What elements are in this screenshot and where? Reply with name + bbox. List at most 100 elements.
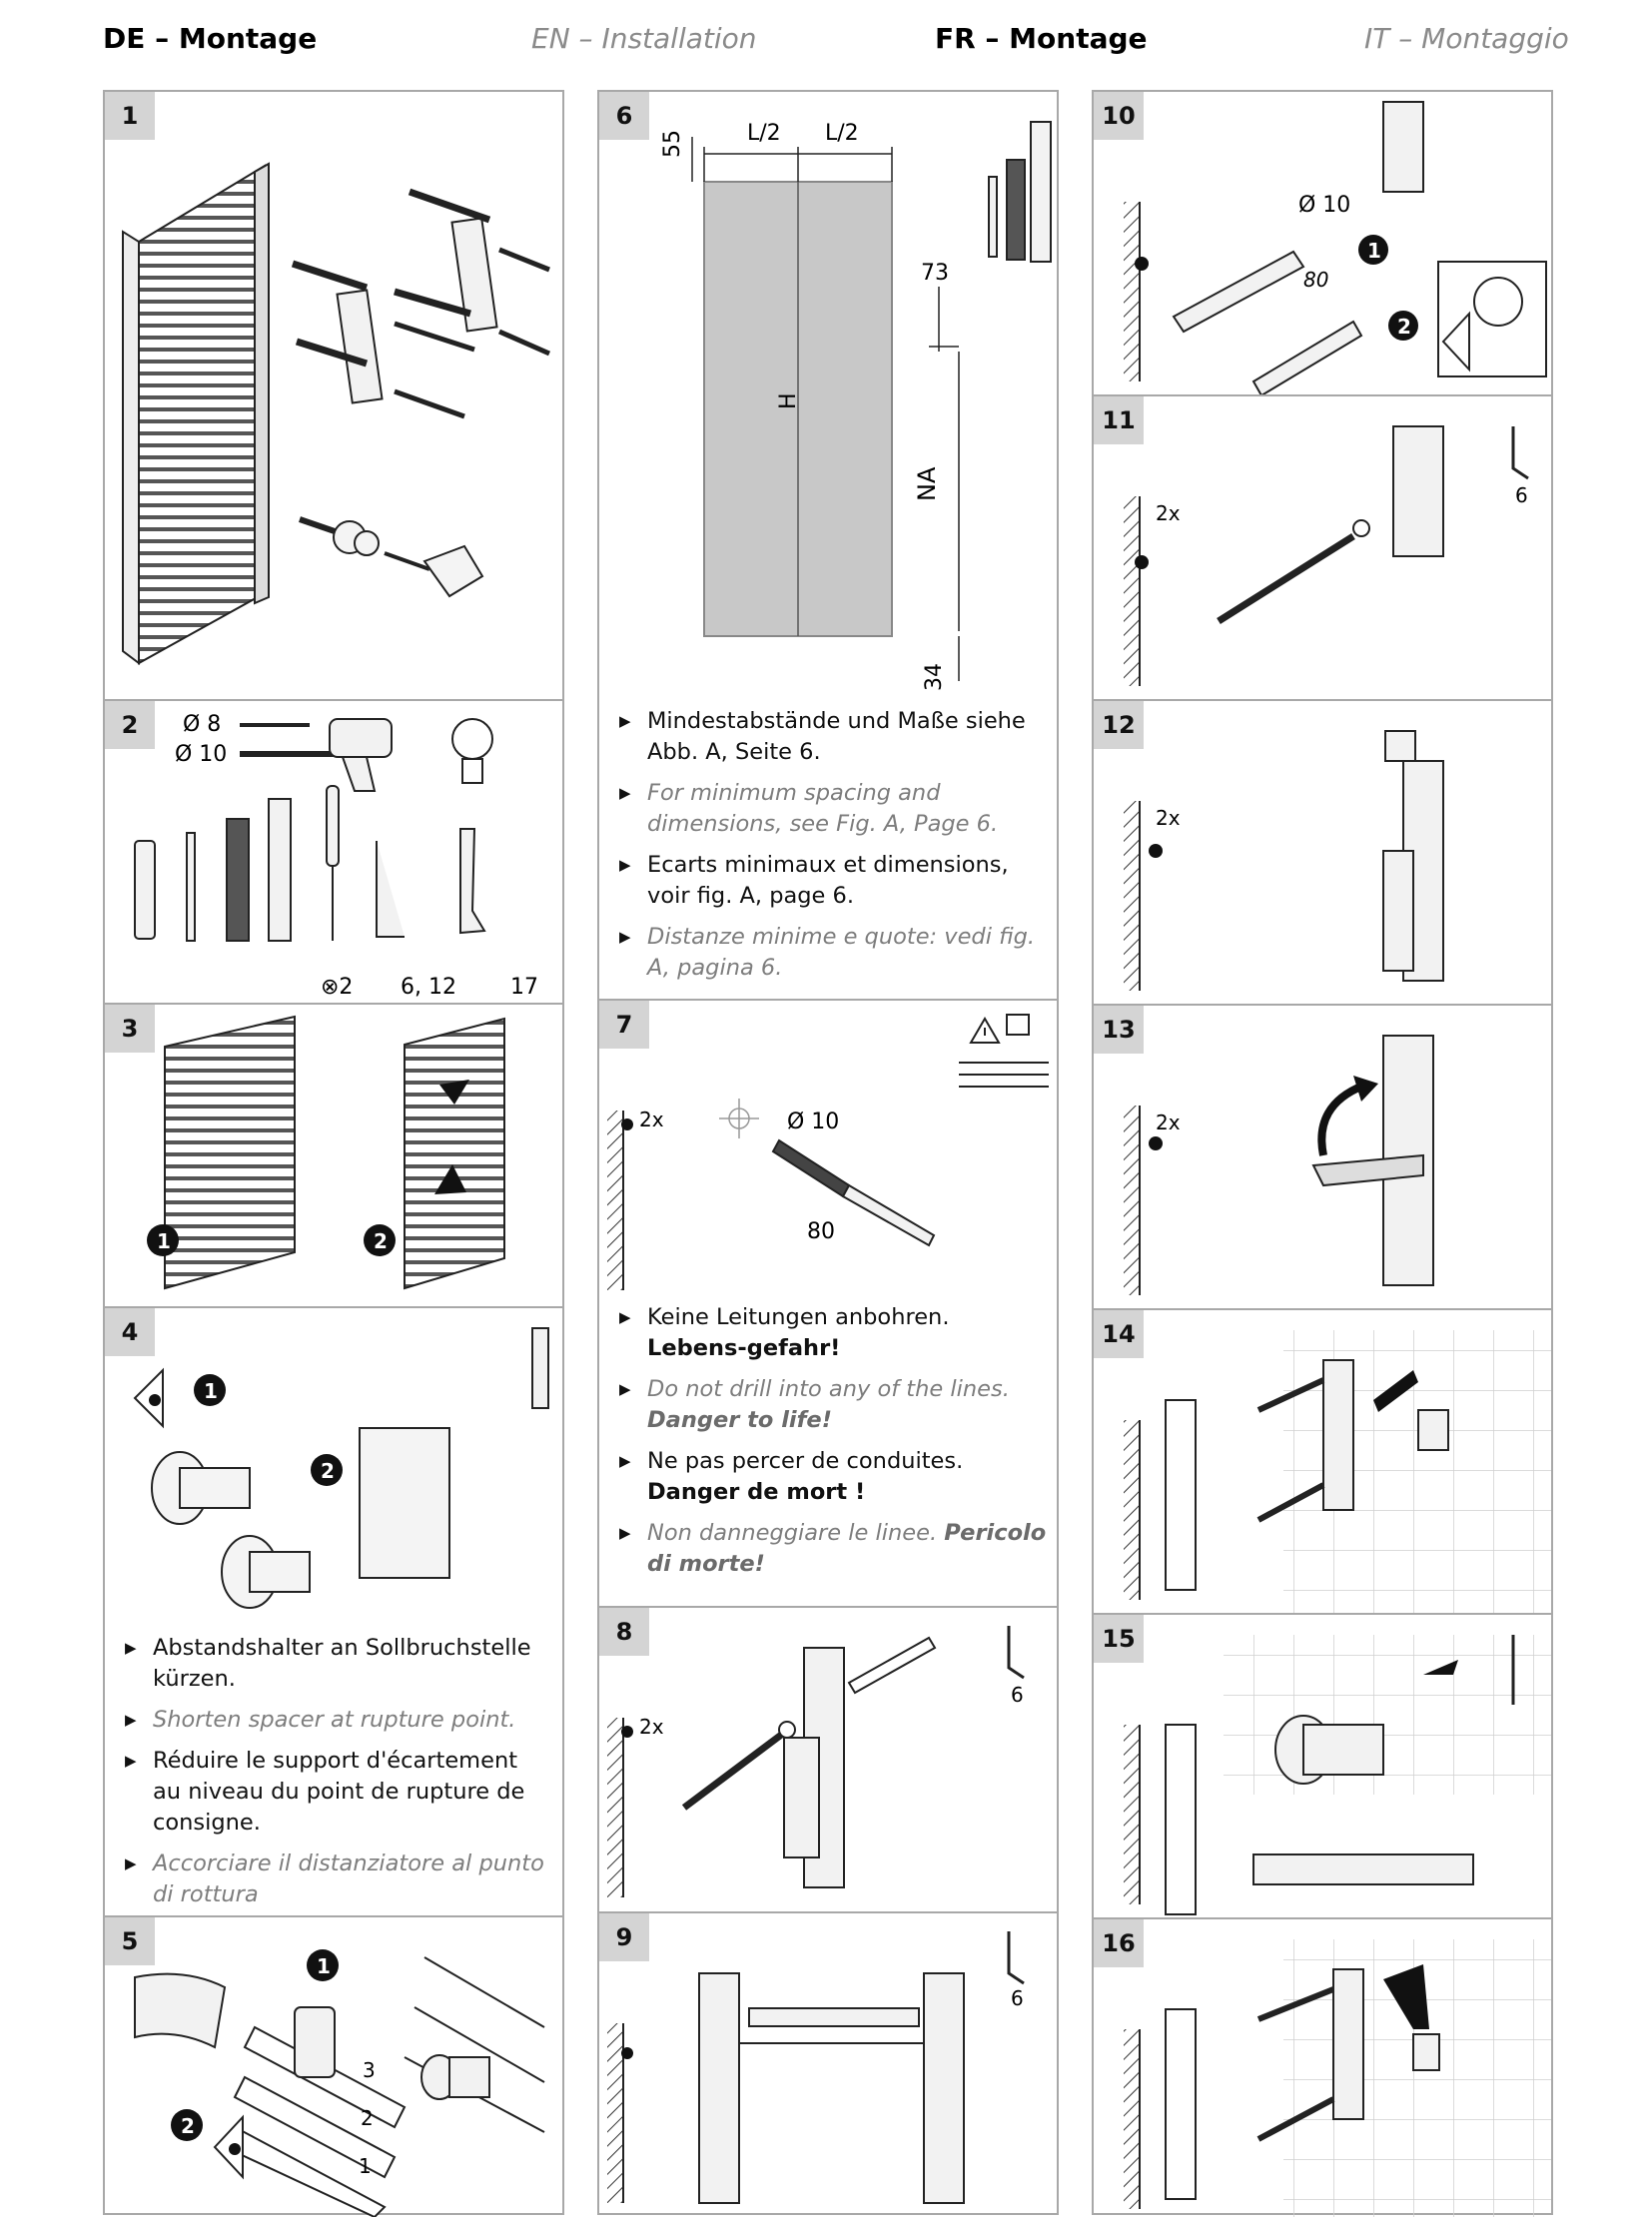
eye-icon xyxy=(133,1367,164,1429)
callout-2 xyxy=(311,1454,343,1486)
quantity-label: 2x xyxy=(1156,806,1181,830)
step-number: 9 xyxy=(599,1913,649,1961)
screws-and-dowels-drawing xyxy=(291,188,551,419)
step-7-instructions: Keine Leitungen anbohren. Lebens-gefahr!… xyxy=(617,1302,1047,1590)
rotation-arrow-icon xyxy=(1317,1082,1365,1156)
hole-diameter-label: Ø 10 xyxy=(1298,193,1350,218)
callout-1 xyxy=(307,1949,339,1981)
wall-brackets-drawing xyxy=(336,217,498,404)
step-number: 5 xyxy=(105,1917,155,1965)
hex-key-size: 6 xyxy=(1011,1986,1024,2010)
tools-illustration: Ø 8 Ø 10 xyxy=(134,712,538,1000)
bleed-key-drawing xyxy=(451,718,493,784)
drill-diameter-label: Ø 10 xyxy=(787,1110,839,1134)
instruction-fr: Réduire le support d'écartement au nivea… xyxy=(123,1746,552,1839)
svg-text:1: 1 xyxy=(204,1379,218,1403)
step-10-panel: 10 Ø 10 80 1 2 xyxy=(1094,92,1551,396)
hole-depth-label: 80 xyxy=(1303,268,1328,292)
step-number: 6 xyxy=(599,92,649,140)
hex-key-size-label: 6, 12 xyxy=(401,975,456,1000)
offset-73-label: 73 xyxy=(921,261,949,286)
wall-hatch xyxy=(607,1111,623,1290)
instruction-fr: Ecarts minimaux et dimensions, voir fig.… xyxy=(617,850,1047,912)
drill-bits-drawing xyxy=(240,723,340,757)
spacer-shortening-illustration: 1 2 xyxy=(133,1327,549,1609)
spacer-adjustment-illustration xyxy=(1124,1635,1551,1915)
eye-icon xyxy=(1441,311,1470,372)
step-7-panel: 7 2x Ø 10 80 xyxy=(599,1001,1057,1608)
drill-bit-8-label: Ø 8 xyxy=(183,712,221,737)
quantity-label: 2x xyxy=(639,1715,664,1739)
position-3-label: 3 xyxy=(363,2058,376,2082)
svg-text:1: 1 xyxy=(317,1954,331,1978)
step-8-panel: 8 2x 6 xyxy=(599,1608,1057,1913)
step-number: 1 xyxy=(105,92,155,140)
hex-key-icon xyxy=(1511,426,1529,480)
spacer-and-clamp-drawing xyxy=(299,516,484,598)
unpacking-illustration: 1 2 xyxy=(147,1015,505,1290)
callout-2 xyxy=(364,1224,396,1256)
instruction-de: Keine Leitungen anbohren. Lebens-gefahr! xyxy=(617,1302,1047,1364)
step-number: 13 xyxy=(1094,1006,1144,1054)
bracket-mounting-illustration: 2x 6 xyxy=(607,1626,1025,1897)
step-4-panel: 4 1 2 Abstandshalter an Sollbruchstelle … xyxy=(105,1308,562,1917)
instruction-it: Accorciare il distanziatore al punto di … xyxy=(123,1849,552,1910)
quantity-label: 2x xyxy=(1156,1111,1181,1134)
drill-bit-drawing xyxy=(771,1138,936,1247)
step-13-panel: 13 2x xyxy=(1094,1006,1551,1310)
svg-text:1: 1 xyxy=(157,1229,171,1253)
screwdriver-size-label: ⊗2 xyxy=(321,975,353,1000)
drill-bit-10-label: Ø 10 xyxy=(175,742,227,767)
marking-tools-drawing xyxy=(988,121,1052,263)
step-14-panel: 14 xyxy=(1094,1310,1551,1615)
header-en: EN – Installation xyxy=(531,22,757,55)
hex-key-icon xyxy=(1007,1931,1025,1985)
arrow-down-icon xyxy=(1383,1964,1429,2029)
spacer-insertion-illustration: 1 2 3 2 1 xyxy=(134,1949,545,2217)
svg-text:2: 2 xyxy=(181,2114,195,2138)
instruction-en: Do not drill into any of the lines. Dang… xyxy=(617,1374,1047,1436)
step-number: 3 xyxy=(105,1005,155,1053)
bracket-lever-illustration: 2x xyxy=(1124,1035,1434,1295)
instruction-de: Mindestabstände und Maße siehe Abb. A, S… xyxy=(617,706,1047,768)
step-6-panel: 6 L/2 L/2 55 73 H NA 34 xyxy=(599,92,1057,1001)
screw-fixing-illustration: 2x 6 xyxy=(1124,425,1529,686)
cutter-icon xyxy=(531,1327,549,1409)
step-4-instructions: Abstandshalter an Sollbruchstelle kürzen… xyxy=(123,1633,552,1915)
svg-text:2: 2 xyxy=(321,1459,335,1483)
eye-icon xyxy=(213,2114,244,2180)
dimension-drawing: L/2 L/2 55 73 H NA 34 xyxy=(660,121,1052,691)
hex-key-size: 6 xyxy=(1515,483,1528,507)
step-number: 8 xyxy=(599,1608,649,1656)
connection-distance-label: NA xyxy=(913,466,941,501)
step-number: 16 xyxy=(1094,1919,1144,1967)
step-number: 2 xyxy=(105,701,155,749)
position-1-label: 1 xyxy=(359,2154,372,2178)
step-3-panel: 3 1 2 xyxy=(105,1005,562,1308)
callout-1 xyxy=(194,1374,226,1406)
header-de: DE – Montage xyxy=(103,22,318,55)
callout-1 xyxy=(147,1224,179,1256)
spacer-drawing xyxy=(151,1427,450,1609)
arrow-icon xyxy=(1373,1370,1418,1412)
step-number: 15 xyxy=(1094,1615,1144,1663)
half-width-label-right: L/2 xyxy=(825,121,859,146)
step-number: 12 xyxy=(1094,701,1144,749)
instruction-en: For minimum spacing and dimensions, see … xyxy=(617,778,1047,840)
offset-34-label: 34 xyxy=(922,663,947,691)
instruction-it: Non danneggiare le linee. Pericolo di mo… xyxy=(617,1518,1047,1580)
position-2-label: 2 xyxy=(361,2106,374,2130)
packed-radiator-drawing xyxy=(164,1015,505,1290)
radiator-and-parts-illustration xyxy=(122,162,551,665)
drilling-illustration: 2x Ø 10 80 xyxy=(607,1014,1049,1290)
step-number: 11 xyxy=(1094,396,1144,444)
hex-key-icon xyxy=(1007,1626,1025,1680)
column-middle: 6 L/2 L/2 55 73 H NA 34 xyxy=(597,90,1059,2215)
step-1-panel: 1 xyxy=(105,92,562,701)
final-mounting-illustration xyxy=(1124,1939,1551,2217)
column-right: 10 Ø 10 80 1 2 11 2 xyxy=(1092,90,1553,2217)
step-number: 7 xyxy=(599,1001,649,1049)
callout-1 xyxy=(1358,235,1388,265)
drill-depth-label: 80 xyxy=(807,1219,835,1244)
instruction-fr: Ne pas percer de conduites. Danger de mo… xyxy=(617,1446,1047,1508)
